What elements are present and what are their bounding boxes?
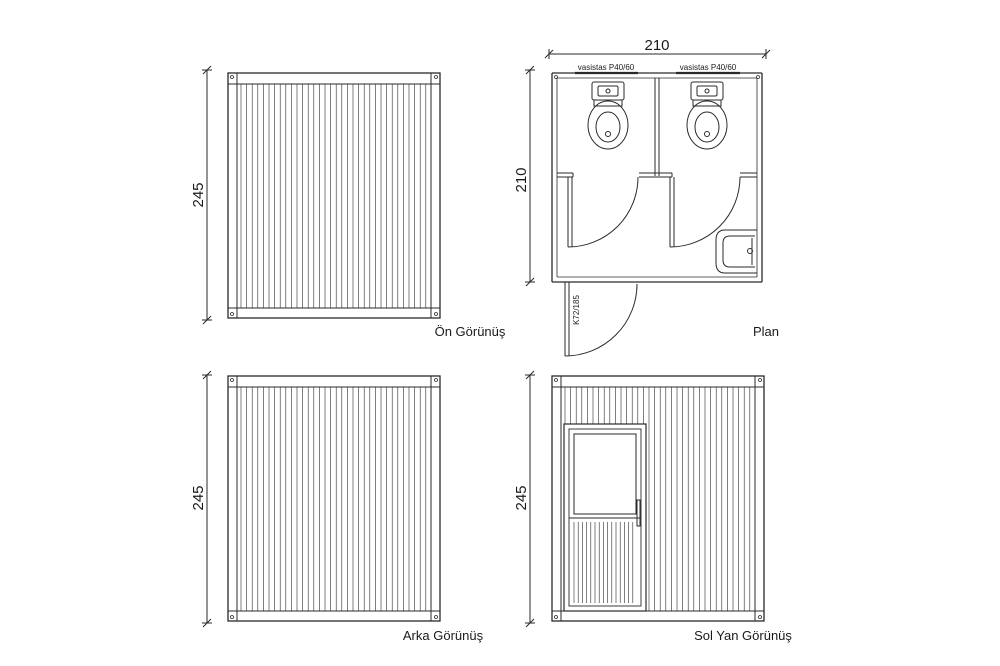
bolt-icon: [434, 378, 438, 382]
bolt-icon: [230, 75, 234, 79]
bolt-icon: [434, 615, 438, 619]
entrance-door-swing: [564, 283, 638, 357]
back-panel: [227, 375, 441, 622]
front-cladding-slats: [240, 84, 427, 308]
wc-door-right-swing: [669, 176, 741, 248]
door-handle: [636, 499, 641, 527]
back-dimension-line: [202, 370, 212, 628]
front-height-dimension: 245: [190, 182, 207, 207]
plan-width-dimension-line: [544, 49, 771, 59]
bolt-icon: [554, 615, 558, 619]
door-lower-slats: [573, 522, 634, 603]
entrance-door-code: K72/185: [572, 295, 581, 325]
left-side-view: 245 Sol Yan Görünüş: [513, 370, 792, 643]
window-right-label: vasistas P40/60: [680, 63, 737, 72]
toilet-left: [587, 81, 629, 150]
bolt-icon: [554, 378, 558, 382]
plan-view: 210 210 vasistas P40/60 vasistas P40/60: [513, 37, 779, 357]
plan-view-label: Plan: [753, 324, 779, 339]
bolt-icon: [756, 75, 760, 79]
back-cladding-slats: [240, 387, 427, 611]
bolt-icon: [554, 75, 558, 79]
sink: [715, 229, 757, 274]
wc-door-left-swing: [567, 176, 639, 248]
front-view: 245 Ön Görünüş: [190, 65, 506, 339]
side-view-label: Sol Yan Görünüş: [694, 628, 792, 643]
bolt-icon: [434, 312, 438, 316]
side-height-dimension: 245: [513, 485, 530, 510]
front-dimension-line: [202, 65, 212, 325]
bolt-icon: [434, 75, 438, 79]
bolt-icon: [230, 312, 234, 316]
corner-bolts: [230, 75, 762, 619]
entrance-door: [564, 282, 638, 357]
wc-doors: [567, 176, 741, 248]
door-window: [573, 433, 637, 515]
bolt-icon: [758, 378, 762, 382]
bolt-icon: [230, 615, 234, 619]
front-view-label: Ön Görünüş: [435, 324, 506, 339]
bolt-icon: [230, 378, 234, 382]
plan-walls: [551, 71, 763, 283]
side-dimension-line: [525, 370, 535, 628]
side-door: [563, 423, 647, 612]
toilet-right: [686, 81, 728, 150]
back-height-dimension: 245: [190, 485, 207, 510]
back-view: 245 Arka Görünüş: [190, 370, 484, 643]
bolt-icon: [758, 615, 762, 619]
plan-width-dimension: 210: [644, 37, 669, 54]
back-view-label: Arka Görünüş: [403, 628, 484, 643]
front-panel: [227, 72, 441, 319]
window-left-label: vasistas P40/60: [578, 63, 635, 72]
plan-depth-dimension-line: [525, 65, 535, 287]
plan-depth-dimension: 210: [513, 167, 530, 192]
